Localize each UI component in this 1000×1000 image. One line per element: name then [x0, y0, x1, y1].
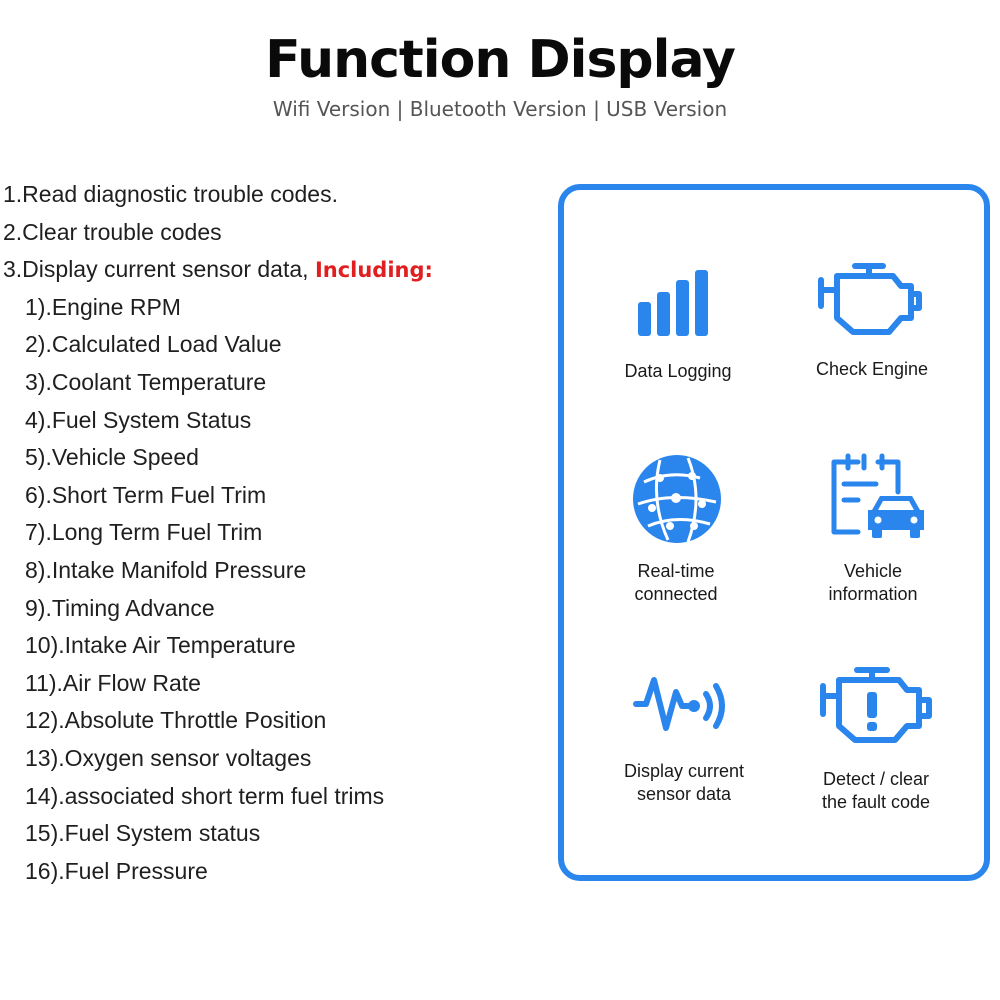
page-subtitle: Wifi Version | Bluetooth Version | USB V… — [272, 97, 728, 121]
sensor-data-item: 14).associated short term fuel trims — [25, 782, 385, 809]
card-caption-line: Check Engine — [815, 359, 929, 379]
card-caption-line: information — [828, 584, 918, 604]
card-caption-vehicle: Vehicle information — [773, 560, 973, 606]
sensor-data-item: 1).Engine RPM — [25, 293, 181, 320]
sensor-data-item: 8).Intake Manifold Pressure — [25, 556, 307, 583]
card-caption-line: Vehicle — [843, 561, 903, 581]
sensor-data-item: 3).Coolant Temperature — [25, 368, 267, 395]
sensor-data-item: 4).Fuel System Status — [25, 406, 252, 433]
feature-item: 1.Read diagnostic trouble codes. — [3, 181, 338, 207]
sensor-data-item: 10).Intake Air Temperature — [25, 632, 296, 659]
sensor-data-item: 16).Fuel Pressure — [25, 857, 208, 884]
feature-list: 1.Read diagnostic trouble codes. 2.Clear… — [3, 176, 433, 890]
sensor-data-item: 7).Long Term Fuel Trim — [25, 519, 263, 546]
card-caption-real-time: Real-time connected — [576, 560, 776, 606]
page-title: Function Display — [265, 30, 736, 90]
feature-item: 3.Display current sensor data, Including… — [3, 251, 433, 289]
feature-item: 2.Clear trouble codes — [3, 218, 222, 245]
card-caption-line: Display current — [623, 761, 745, 781]
sensor-data-item: 13).Oxygen sensor voltages — [25, 744, 312, 771]
card-caption-line: the fault code — [821, 792, 931, 812]
including-highlight: Including: — [314, 258, 433, 283]
card-caption-line: Data Logging — [624, 361, 732, 381]
sensor-signal-icon — [632, 668, 732, 738]
card-caption-data-logging: Data Logging — [578, 360, 778, 383]
sensor-data-item: 9).Timing Advance — [25, 594, 215, 621]
engine-alert-icon — [815, 664, 935, 748]
card-caption-line: Detect / clear — [822, 769, 930, 789]
card-caption-line: connected — [634, 584, 718, 604]
card-caption-sensor-data: Display current sensor data — [584, 760, 784, 806]
check-engine-icon — [815, 260, 925, 340]
card-caption-line: sensor data — [636, 784, 732, 804]
feature-item-text: 3.Display current sensor data, — [3, 256, 315, 283]
bar-chart-icon — [633, 268, 723, 338]
sensor-data-item: 5).Vehicle Speed — [25, 444, 199, 471]
card-caption-check-engine: Check Engine — [772, 358, 972, 381]
sensor-data-item: 6).Short Term Fuel Trim — [25, 481, 267, 508]
sensor-data-item: 2).Calculated Load Value — [25, 331, 282, 358]
sensor-data-item: 12).Absolute Throttle Position — [25, 707, 327, 734]
globe-network-icon — [630, 452, 724, 546]
card-caption-fault-code: Detect / clear the fault code — [776, 768, 976, 814]
sensor-data-item: 11).Air Flow Rate — [25, 669, 201, 696]
card-caption-line: Real-time — [637, 561, 715, 581]
vehicle-clipboard-icon — [828, 452, 928, 542]
sensor-data-item: 15).Fuel System status — [25, 820, 261, 847]
